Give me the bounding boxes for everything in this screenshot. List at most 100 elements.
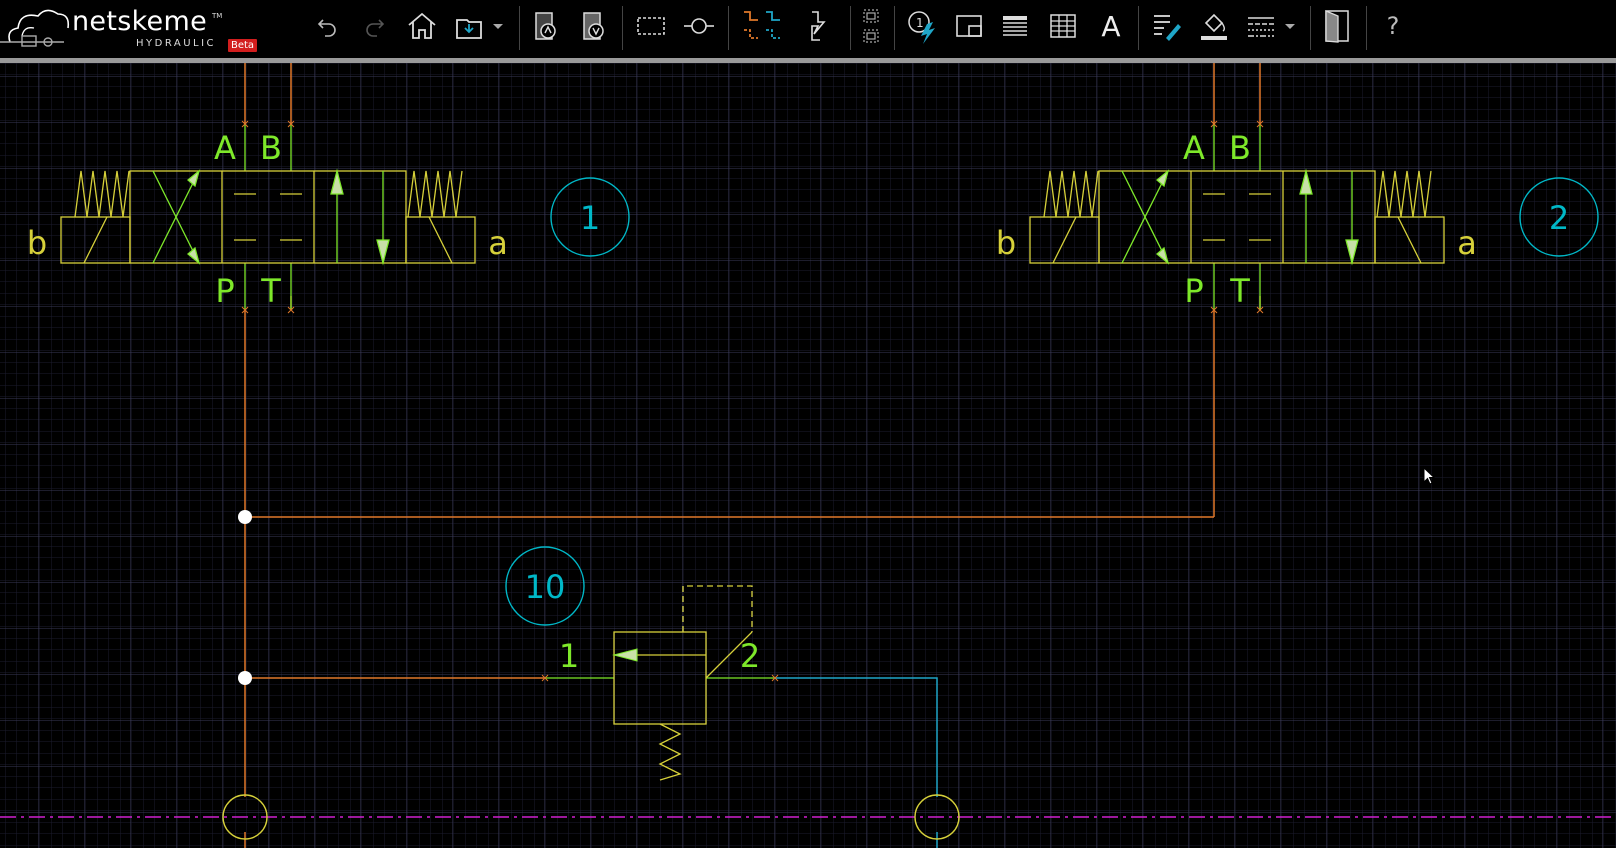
- toolbar-separator: [1138, 6, 1139, 50]
- balloon-2[interactable]: [1519, 177, 1599, 257]
- balloon-1-label: 1: [580, 199, 600, 237]
- line-pattern-button[interactable]: [1244, 6, 1278, 46]
- valve2-port-t: T: [1229, 272, 1250, 310]
- toolbar-separator: [1310, 6, 1311, 50]
- fill-color-button[interactable]: [1196, 6, 1232, 46]
- select-rectangle-button[interactable]: [634, 6, 668, 46]
- valve2-body: [1098, 170, 1376, 264]
- toolbar-separator: [519, 6, 520, 50]
- save-icon: [456, 19, 482, 39]
- relief-spring: [658, 723, 682, 781]
- relief-port-1: 1: [559, 637, 579, 675]
- fill-color-icon: [1201, 13, 1227, 40]
- line-style-icon: [744, 11, 780, 39]
- return-lines: [775, 677, 938, 848]
- relief-pilot-line: [682, 585, 753, 632]
- relief-return-line[interactable]: [775, 677, 938, 797]
- add-circuit-button[interactable]: [528, 6, 564, 46]
- junction-node[interactable]: [238, 510, 252, 524]
- valve1-body: [129, 170, 407, 264]
- group-icon: [863, 9, 879, 43]
- line-pattern-dropdown[interactable]: [1282, 6, 1298, 46]
- edit-properties-button[interactable]: [1148, 6, 1184, 46]
- exit-button[interactable]: [1320, 6, 1354, 46]
- balloon-1[interactable]: [550, 177, 630, 257]
- table-icon: [1050, 14, 1076, 38]
- balloon-2-label: 2: [1549, 199, 1569, 237]
- exit-icon: [1325, 10, 1349, 43]
- add-component-button[interactable]: [576, 6, 612, 46]
- relief-port-2: 2: [740, 637, 760, 675]
- line-style-button[interactable]: [738, 6, 788, 46]
- help-icon: ?: [1386, 12, 1400, 40]
- valve2-side-a: a: [1457, 224, 1477, 262]
- relief-valve[interactable]: [613, 585, 753, 781]
- connection-node-icon: [684, 18, 714, 34]
- group-button[interactable]: [858, 6, 884, 46]
- toolbar-separator: [728, 6, 729, 50]
- connection-markers: [241, 120, 1264, 682]
- help-button[interactable]: ?: [1380, 6, 1406, 46]
- select-rect-icon: [637, 17, 665, 35]
- electrical-icon: [811, 11, 826, 41]
- valve1-spring-left: [74, 170, 130, 218]
- home-button[interactable]: [404, 6, 440, 46]
- valve2-port-a: A: [1183, 129, 1205, 167]
- frame-button[interactable]: [952, 6, 986, 46]
- relief-arrow: [612, 648, 638, 662]
- redo-button[interactable]: [358, 6, 390, 46]
- mouse-cursor-icon: [1423, 467, 1436, 485]
- text-button[interactable]: A: [1094, 6, 1128, 46]
- valve1-port-a: A: [214, 129, 236, 167]
- brand-trademark: TM: [212, 12, 223, 20]
- pump-connection[interactable]: [222, 794, 268, 840]
- text-icon: A: [1101, 9, 1121, 43]
- junction-node[interactable]: [238, 671, 252, 685]
- directional-valve-1[interactable]: [60, 170, 476, 264]
- frame-icon: [956, 15, 982, 37]
- undo-icon: [317, 19, 336, 37]
- balloon-10-label: 10: [525, 568, 566, 606]
- brand-name: netskeme: [72, 6, 207, 37]
- valve2-port-b: B: [1229, 129, 1251, 167]
- schematic-svg[interactable]: A B P T b a A B P T b a 1 2 1 2 10: [0, 63, 1616, 848]
- svg-text:1: 1: [916, 16, 924, 30]
- toolbar-separator: [1366, 6, 1367, 50]
- save-dropdown[interactable]: [490, 6, 506, 46]
- cloud-logo-icon: [0, 9, 70, 47]
- edit-properties-icon: [1154, 15, 1181, 41]
- bom-list-icon: [1003, 16, 1027, 36]
- valve2-spring-right: [1376, 170, 1432, 218]
- dropdown-caret-icon: [1285, 24, 1295, 29]
- valve1-port-p: P: [215, 272, 234, 310]
- connection-node-button[interactable]: [682, 6, 716, 46]
- tank-connection[interactable]: [914, 794, 960, 840]
- valve1-flow-arrows: [152, 168, 390, 266]
- toolbar-separator: [894, 6, 895, 50]
- bom-list-button[interactable]: [998, 6, 1032, 46]
- valve2-side-b: b: [996, 224, 1016, 262]
- drawing-canvas[interactable]: A B P T b a A B P T b a 1 2 1 2 10: [0, 63, 1616, 848]
- valve2-spring-left: [1043, 170, 1099, 218]
- toolbar: netskeme TM HYDRAULIC Beta: [0, 0, 1616, 58]
- valve1-side-a: a: [488, 224, 508, 262]
- dropdown-caret-icon: [493, 24, 503, 29]
- table-button[interactable]: [1046, 6, 1080, 46]
- add-circuit-icon: [535, 12, 556, 40]
- balloon-10[interactable]: [505, 546, 585, 626]
- redo-icon: [366, 19, 385, 37]
- save-button[interactable]: [452, 6, 486, 46]
- toolbar-separator: [850, 6, 851, 50]
- pressure-lines: [244, 63, 1261, 848]
- valve1-port-t: T: [260, 272, 281, 310]
- grid-major: [0, 63, 1616, 848]
- electrical-button[interactable]: [802, 6, 832, 46]
- valve2-flow-arrows: [1121, 168, 1359, 266]
- valve2-port-p: P: [1184, 272, 1203, 310]
- valve1-spring-right: [407, 170, 463, 218]
- component-number-button[interactable]: 1: [904, 6, 940, 46]
- directional-valve-2[interactable]: [1029, 170, 1445, 264]
- line-pattern-icon: [1248, 17, 1274, 37]
- undo-button[interactable]: [312, 6, 344, 46]
